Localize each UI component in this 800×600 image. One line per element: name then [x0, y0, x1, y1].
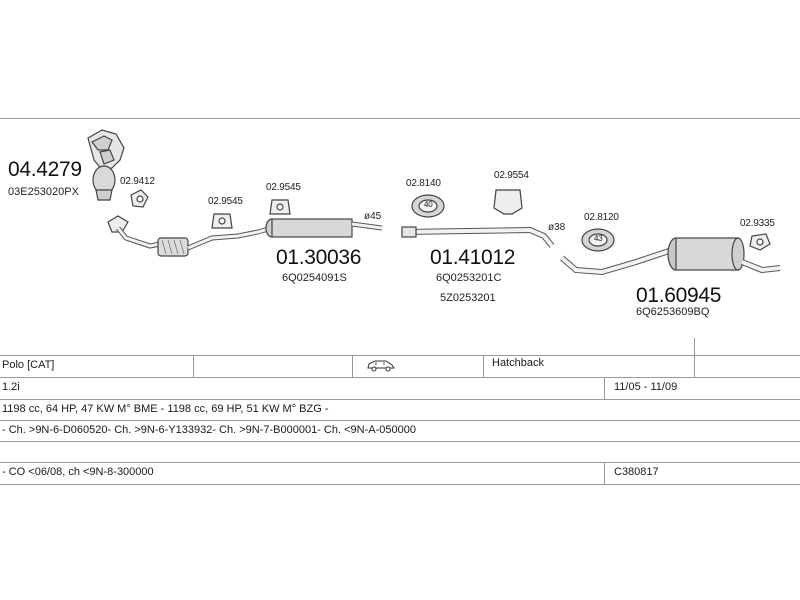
- vehicle-engine: 1.2i: [2, 381, 20, 393]
- table-line-4: [0, 420, 800, 421]
- middle-diameter: ø38: [548, 222, 566, 233]
- ring-1-drawing[interactable]: [411, 194, 445, 218]
- middle-pipe-oem-1: 6Q0253201C: [436, 272, 502, 284]
- middle-pipe-drawing[interactable]: [401, 226, 555, 248]
- mount-2-number[interactable]: 02.9545: [266, 182, 301, 193]
- table-divider-6: [604, 462, 605, 484]
- ring-2-number[interactable]: 02.8120: [584, 212, 619, 223]
- clamp-2-number[interactable]: 02.9335: [740, 218, 775, 229]
- table-divider-5: [604, 377, 605, 399]
- table-line-1: [0, 355, 800, 356]
- hatchback-car-icon: [366, 358, 396, 375]
- front-pipe-drawing[interactable]: [107, 215, 273, 257]
- clamp-1-drawing[interactable]: [130, 189, 149, 208]
- mount-3-drawing[interactable]: [493, 189, 523, 215]
- table-line-5: [0, 441, 800, 442]
- front-silencer-number[interactable]: 01.30036: [276, 246, 362, 269]
- ring-1-number[interactable]: 02.8140: [406, 178, 441, 189]
- manifold-drawing[interactable]: [87, 129, 125, 201]
- table-line-3: [0, 399, 800, 400]
- exhaust-diagram: [87, 129, 781, 276]
- table-line-6: [0, 462, 800, 463]
- vehicle-remark: - CO <06/08, ch <9N-8-300000: [2, 466, 154, 478]
- manifold-oem-number: 03E253020PX: [8, 186, 79, 198]
- mount-1-number[interactable]: 02.9545: [208, 196, 243, 207]
- vehicle-model: Polo [CAT]: [2, 359, 55, 371]
- table-divider-1: [193, 355, 194, 377]
- vehicle-code: C380817: [614, 466, 659, 478]
- ring-1-size: 40: [424, 200, 433, 209]
- middle-pipe-oem-2: 5Z0253201: [440, 292, 496, 304]
- table-divider-3: [483, 355, 484, 377]
- mount-3-number[interactable]: 02.9554: [494, 170, 529, 181]
- clamp-1-number[interactable]: 02.9412: [120, 176, 155, 187]
- manifold-part-number[interactable]: 04.4279: [8, 158, 82, 181]
- vehicle-period: 11/05 - 11/09: [614, 381, 678, 393]
- table-line-2: [0, 377, 800, 378]
- mount-2-drawing[interactable]: [269, 199, 291, 215]
- rear-silencer-number[interactable]: 01.60945: [636, 284, 722, 307]
- mount-1-drawing[interactable]: [211, 213, 233, 229]
- vehicle-engine-details: 1198 cc, 64 HP, 47 KW M° BME - 1198 cc, …: [2, 403, 329, 415]
- table-line-7: [0, 484, 800, 485]
- vehicle-body-type: Hatchback: [492, 357, 544, 369]
- vehicle-chassis: - Ch. >9N-6-D060520- Ch. >9N-6-Y133932- …: [2, 424, 416, 436]
- ring-2-drawing[interactable]: [581, 228, 615, 252]
- table-divider-2: [352, 355, 353, 377]
- clamp-2-drawing[interactable]: [749, 233, 771, 251]
- rear-silencer-drawing[interactable]: [560, 237, 781, 276]
- ring-2-size: 43: [594, 234, 603, 243]
- rear-silencer-oem: 6Q6253609BQ: [636, 306, 710, 318]
- middle-pipe-number[interactable]: 01.41012: [430, 246, 516, 269]
- front-silencer-drawing[interactable]: [265, 218, 383, 238]
- front-silencer-oem: 6Q0254091S: [282, 272, 347, 284]
- table-divider-4: [694, 338, 695, 377]
- top-border: [0, 118, 800, 119]
- front-diameter: ø45: [364, 211, 382, 222]
